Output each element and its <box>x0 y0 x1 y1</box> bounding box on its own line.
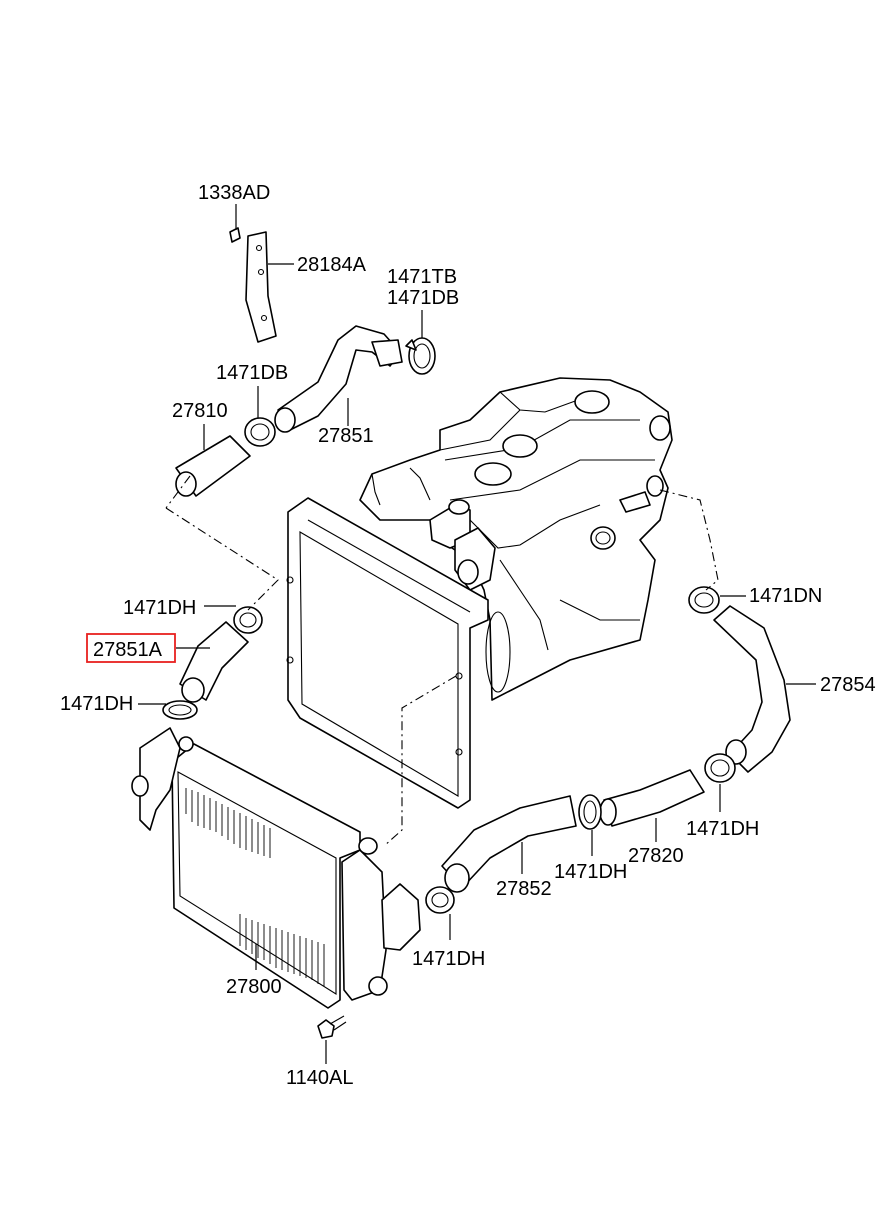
label-1471DB-left: 1471DB <box>216 362 288 384</box>
clamp-1471DB-top <box>405 337 436 375</box>
clamp-1471DH-c <box>704 753 736 783</box>
hose-27854 <box>713 605 791 773</box>
hose-27810 <box>175 435 251 497</box>
label-1471DN: 1471DN <box>749 585 822 607</box>
engine-block <box>359 377 673 701</box>
label-27800: 27800 <box>226 976 282 998</box>
intercooler-27800 <box>131 727 421 1009</box>
clamp-1471DH-e <box>425 886 455 914</box>
clamps <box>162 337 736 914</box>
hose-27851 <box>274 325 403 433</box>
label-27851: 27851 <box>318 425 374 447</box>
hose-27851A <box>179 621 249 703</box>
label-1471DB-top: 1471DB <box>387 287 459 309</box>
label-1140AL: 1140AL <box>286 1067 353 1089</box>
label-1471DH-b: 1471DH <box>60 693 133 715</box>
label-27810: 27810 <box>172 400 228 422</box>
reference-lines <box>165 475 719 847</box>
bolt-1140AL <box>317 1015 347 1039</box>
label-1471DH-d: 1471DH <box>554 861 627 883</box>
label-1471DH-e: 1471DH <box>412 948 485 970</box>
bracket-28184A <box>229 227 277 343</box>
label-27820: 27820 <box>628 845 684 867</box>
label-1471DH-a: 1471DH <box>123 597 196 619</box>
clamp-1471DH-b <box>162 700 198 720</box>
label-27851A: 27851A <box>93 639 163 661</box>
label-1471TB: 1471TB <box>387 266 457 288</box>
leader-lines <box>138 204 816 1064</box>
label-1338AD: 1338AD <box>198 182 270 204</box>
clamp-1471DH-d <box>578 794 602 830</box>
intercooler-fins <box>185 788 325 986</box>
label-28184A: 28184A <box>297 254 367 276</box>
clamp-1471DN <box>688 586 720 614</box>
label-27852: 27852 <box>496 878 552 900</box>
label-1471DH-c: 1471DH <box>686 818 759 840</box>
callout-labels: 1338AD 28184A 1471TB 1471DB 1471DB 27810… <box>60 182 876 1089</box>
highlight-box-27851A <box>86 633 176 663</box>
shroud-frame <box>286 497 489 809</box>
label-27854: 27854 <box>820 674 876 696</box>
hose-27852 <box>441 795 577 893</box>
clamp-1471DH-a <box>233 606 263 634</box>
hose-27820 <box>599 769 705 827</box>
clamp-1471DB-left <box>244 417 276 447</box>
